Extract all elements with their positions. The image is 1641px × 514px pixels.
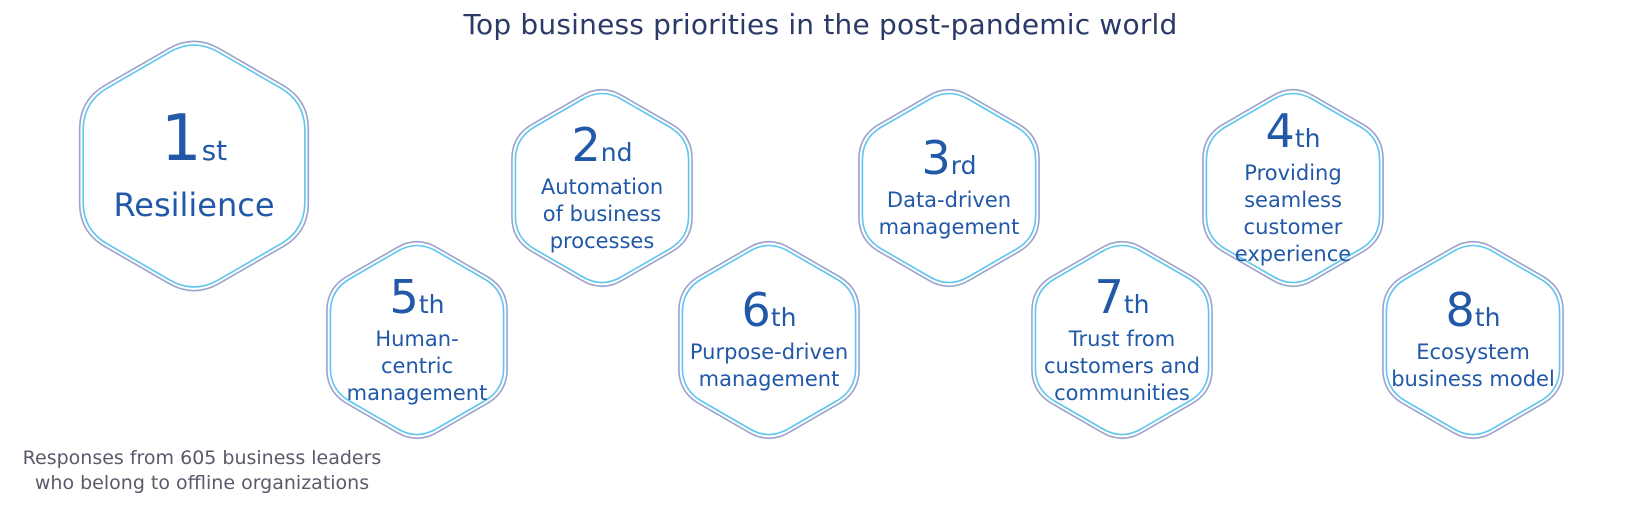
hexagon-outer-border: [678, 240, 860, 440]
priority-hexagon-2: 2nd Automation of business processes: [505, 82, 699, 294]
rank: 5th: [389, 269, 445, 324]
hexagon-inner-border: [329, 244, 505, 436]
rank: 1st: [160, 102, 228, 176]
priority-label: Automation of business processes: [540, 174, 664, 253]
hexagon-outer-border: [326, 240, 508, 440]
priority-label: Resilience: [113, 186, 275, 224]
priority-hexagon-6: 6th Purpose-driven management: [672, 234, 866, 446]
priority-label: Trust from customers and communities: [1043, 326, 1200, 405]
priority-label: Ecosystem business model: [1391, 340, 1555, 391]
hexagon-frame: [1382, 240, 1564, 440]
hexagon-inner-border: [681, 244, 857, 436]
rank: 2nd: [571, 117, 633, 172]
rank: 3rd: [921, 131, 977, 185]
hexagon-inner-border: [82, 44, 306, 288]
priority-hexagon-5: 5th Human- centric management: [320, 234, 514, 446]
hexagon-outer-border: [511, 88, 693, 288]
hexagon-inner-border: [1034, 244, 1210, 436]
priority-hexagon-3: 3rd Data-driven management: [852, 82, 1046, 294]
hexagon-frame: [858, 88, 1040, 288]
hexagon-frame: [678, 240, 860, 440]
hexagon-inner-border: [514, 92, 690, 284]
hexagon-frame: [1202, 88, 1384, 288]
hexagon-inner-border: [1385, 244, 1561, 436]
hexagon-outer-border: [1382, 240, 1564, 440]
rank: 7th: [1094, 269, 1150, 324]
hexagon-frame: [326, 240, 508, 440]
footnote: Responses from 605 business leaders who …: [22, 447, 382, 494]
hexagon-inner-border: [861, 92, 1037, 284]
priority-hexagon-7: 7th Trust from customers and communities: [1025, 234, 1219, 446]
rank: 4th: [1265, 104, 1321, 158]
priority-label: Purpose-driven management: [689, 340, 849, 391]
hexagon-outer-border: [78, 40, 310, 292]
hexagon-outer-border: [858, 88, 1040, 288]
priority-label: Data-driven management: [878, 188, 1020, 239]
hexagon-frame: [78, 40, 310, 292]
priority-hexagon-8: 8th Ecosystem business model: [1376, 234, 1570, 446]
priority-label: Human- centric management: [346, 326, 488, 405]
hexagon-outer-border: [1202, 88, 1384, 288]
priority-hexagon-1: 1st Resilience: [70, 32, 318, 300]
hexagon-outer-border: [1031, 240, 1213, 440]
rank: 6th: [741, 283, 797, 337]
priority-hexagon-4: 4th Providing seamless customer experien…: [1196, 82, 1390, 294]
hexagon-inner-border: [1205, 92, 1381, 284]
rank: 8th: [1445, 283, 1501, 337]
diagram-title: Top business priorities in the post-pand…: [463, 8, 1178, 41]
hexagon-frame: [1031, 240, 1213, 440]
priority-label: Providing seamless customer experience: [1234, 161, 1352, 266]
hexagon-frame: [511, 88, 693, 288]
